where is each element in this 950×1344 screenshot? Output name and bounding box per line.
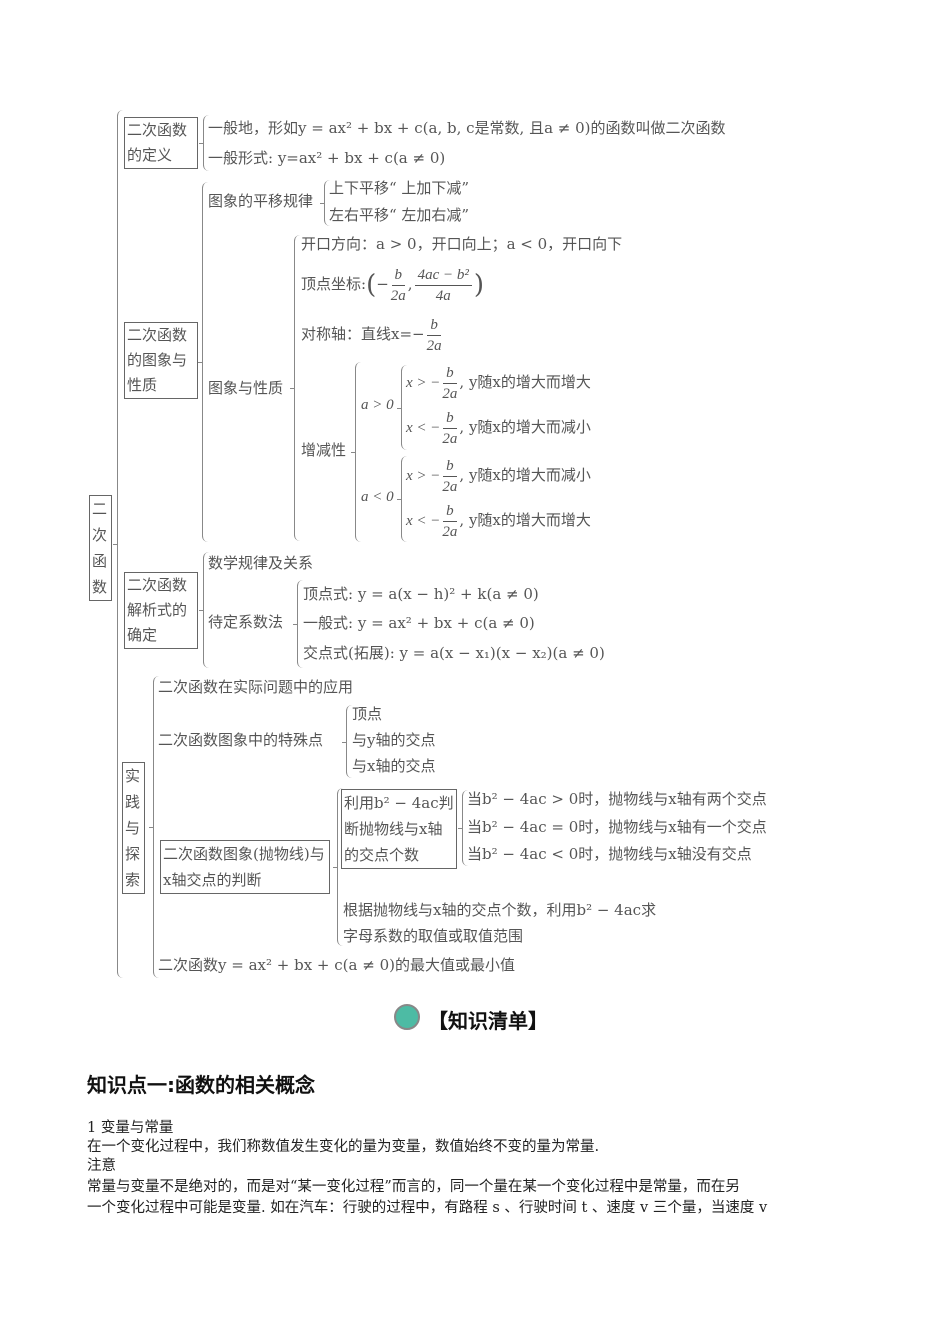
brace <box>198 182 208 542</box>
special-point: 与y轴的交点 <box>352 731 436 749</box>
brace <box>290 235 300 541</box>
brace <box>351 362 361 542</box>
special-points: 二次函数图象中的特殊点 <box>158 731 324 749</box>
method-label: 待定系数法 <box>208 613 284 631</box>
discriminant-case: 当b² − 4ac < 0时，抛物线与x轴没有交点 <box>467 845 752 863</box>
practice-node: 实践与探索 <box>122 762 145 894</box>
brace <box>320 180 330 226</box>
properties-label: 图象与性质 <box>208 379 284 397</box>
graph-node: 二次函数的图象与性质 <box>124 322 198 399</box>
brace <box>333 788 343 946</box>
brace <box>397 456 407 542</box>
paragraph: 注意 <box>87 1158 116 1174</box>
circle-icon <box>394 1004 420 1030</box>
brace <box>342 705 352 778</box>
brace <box>293 580 303 668</box>
vertex-label: 顶点坐标: <box>301 275 367 293</box>
rule-label: 数学规律及关系 <box>208 554 314 572</box>
special-point: 顶点 <box>352 705 383 723</box>
shift-item: 左右平移“ 左加右减” <box>329 206 470 224</box>
a-positive: a > 0 <box>361 397 394 413</box>
definition-node: 二次函数的定义 <box>124 117 198 169</box>
knowledge-point-title: 知识点一:函数的相关概念 <box>87 1073 315 1097</box>
discriminant-case: 当b² − 4ac = 0时，抛物线与x轴有一个交点 <box>467 818 767 836</box>
general-form: 一般式: y = ax² + bx + c(a ≠ 0) <box>303 614 535 632</box>
extremum: 二次函数y = ax² + bx + c(a ≠ 0)的最大值或最小值 <box>158 956 515 974</box>
discriminant-node: 利用b² − 4ac判断抛物线与x轴的交点个数 <box>341 789 457 869</box>
a-negative: a < 0 <box>361 489 394 505</box>
analytic-node: 二次函数解析式的确定 <box>124 572 198 649</box>
general-form-line: 一般形式: y=ax² + bx + c(a ≠ 0) <box>208 149 446 167</box>
brace <box>199 552 209 668</box>
intercept-form: 交点式(拓展): y = a(x − x₁)(x − x₂)(a ≠ 0) <box>303 644 605 662</box>
brace <box>149 676 159 978</box>
section-title: 【知识清单】 <box>428 1009 548 1033</box>
paragraph: 在一个变化过程中，我们称数值发生变化的量为变量，数值始终不变的量为常量. <box>87 1139 600 1155</box>
reverse-line: 根据抛物线与x轴的交点个数，利用b² − 4ac求 <box>343 901 657 919</box>
root-node: 二次函数 <box>89 495 112 601</box>
application: 二次函数在实际问题中的应用 <box>158 678 354 696</box>
intersection-node: 二次函数图象(抛物线)与x轴交点的判断 <box>160 840 330 894</box>
shift-item: 上下平移“ 上加下减” <box>329 179 470 197</box>
brace <box>397 365 407 450</box>
vertex-form: 顶点式: y = a(x − h)² + k(a ≠ 0) <box>303 585 539 603</box>
brace <box>458 790 468 866</box>
opening-direction: 开口方向：a > 0，开口向上；a < 0，开口向下 <box>301 235 623 253</box>
paragraph: 1 变量与常量 <box>87 1120 174 1136</box>
shift-rule-label: 图象的平移规律 <box>208 192 314 210</box>
paragraph: 一个变化过程中可能是变量. 如在汽车：行驶的过程中，有路程 s 、行驶时间 t … <box>87 1200 768 1216</box>
definition-line: 一般地，形如y = ax² + bx + c(a, b, c是常数, 且a ≠ … <box>208 119 726 137</box>
special-point: 与x轴的交点 <box>352 757 436 775</box>
paragraph: 常量与变量不是绝对的，而是对“某一变化过程”而言的，同一个量在某一个变化过程中是… <box>87 1179 740 1195</box>
reverse-line: 字母系数的取值或取值范围 <box>343 927 524 945</box>
root-brace <box>113 110 123 978</box>
monotonicity-label: 增减性 <box>301 441 347 459</box>
brace <box>199 115 209 171</box>
discriminant-case: 当b² − 4ac > 0时，抛物线与x轴有两个交点 <box>467 790 767 808</box>
